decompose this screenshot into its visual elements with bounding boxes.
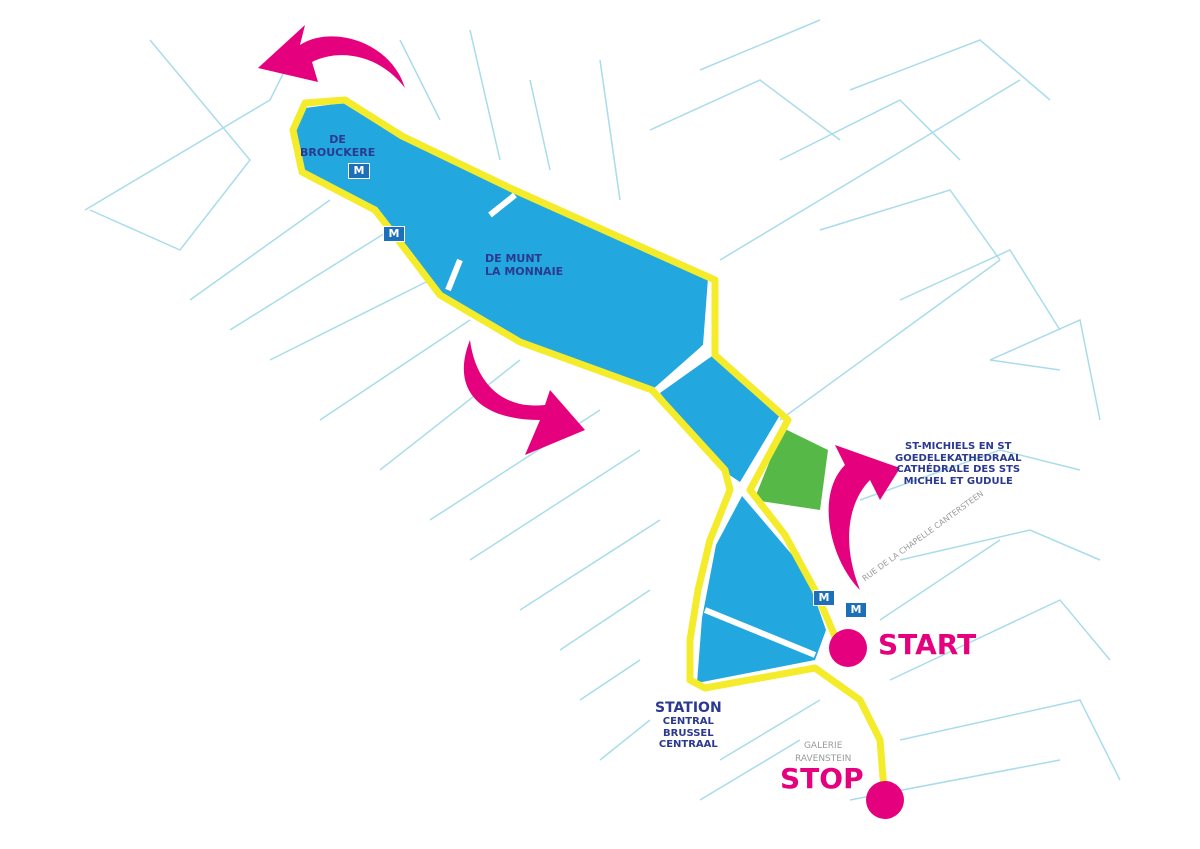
label-line: CENTRAAL — [658, 739, 718, 751]
metro-icon: M — [383, 226, 405, 242]
label-line: LA MONNAIE — [485, 264, 564, 278]
inner-streets — [445, 192, 817, 658]
streets — [84, 19, 1121, 801]
stop-label: STOP — [780, 762, 864, 795]
arrow-icon — [258, 25, 405, 88]
label-line: CATHÉDRALE DES STS — [896, 464, 1021, 475]
park-area — [754, 428, 828, 510]
label-line: BROUCKERE — [300, 145, 376, 159]
label-line: GALERIE — [803, 741, 843, 751]
station-title: STATION — [655, 700, 722, 716]
arrow-icon — [828, 445, 900, 590]
label-line: DE — [329, 133, 346, 146]
metro-icon: M — [845, 602, 867, 618]
direction-arrows — [258, 25, 904, 819]
route-line — [289, 96, 888, 791]
label-line: ST-MICHIELS EN ST — [905, 441, 1012, 452]
metro-icon: M — [348, 163, 370, 179]
label-line: RAVENSTEIN — [795, 753, 852, 764]
label-line: GOEDELEKATHEDRAAL — [895, 452, 1022, 464]
arrow-icon — [463, 340, 585, 455]
zone-areas — [296, 103, 826, 683]
label-galerie: GALERIE RAVENSTEIN — [795, 740, 851, 765]
label-line: CENTRAL — [662, 716, 714, 728]
label-line: MICHEL ET GUDULE — [903, 475, 1013, 487]
zone-de-munt — [296, 103, 708, 390]
start-label: START — [878, 628, 977, 661]
start-marker — [829, 629, 867, 667]
label-line: BRUSSEL — [663, 727, 714, 739]
stop-marker — [866, 781, 904, 819]
zone-lower — [697, 496, 826, 683]
metro-icon: M — [813, 590, 835, 606]
zone-middle — [660, 356, 780, 482]
label-line: DE MUNT — [485, 252, 543, 265]
